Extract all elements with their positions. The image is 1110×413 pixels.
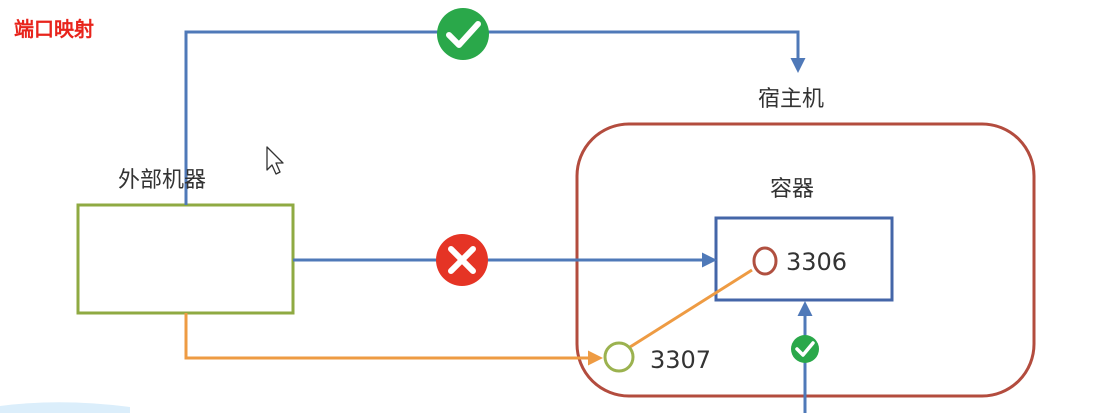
- background-swoosh: [0, 402, 130, 413]
- port-mapping-line: [629, 268, 753, 349]
- host-label: 宿主机: [758, 87, 824, 112]
- container-port-label: 3306: [786, 248, 847, 276]
- external-machine-label: 外部机器: [118, 168, 206, 193]
- top-path-arrow: [184, 30, 806, 205]
- host-port-circle: [603, 341, 635, 373]
- check-icon: [437, 8, 489, 60]
- cross-icon: [436, 234, 488, 286]
- host-port-label: 3307: [650, 346, 711, 374]
- page-title: 端口映射: [14, 17, 94, 41]
- mouse-cursor-icon: [266, 146, 284, 175]
- small-check-icon: [791, 335, 819, 363]
- container-label: 容器: [770, 177, 814, 202]
- host-port-path-arrow: [184, 313, 603, 366]
- external-machine-box: [76, 203, 295, 315]
- container-port-circle: [752, 246, 778, 276]
